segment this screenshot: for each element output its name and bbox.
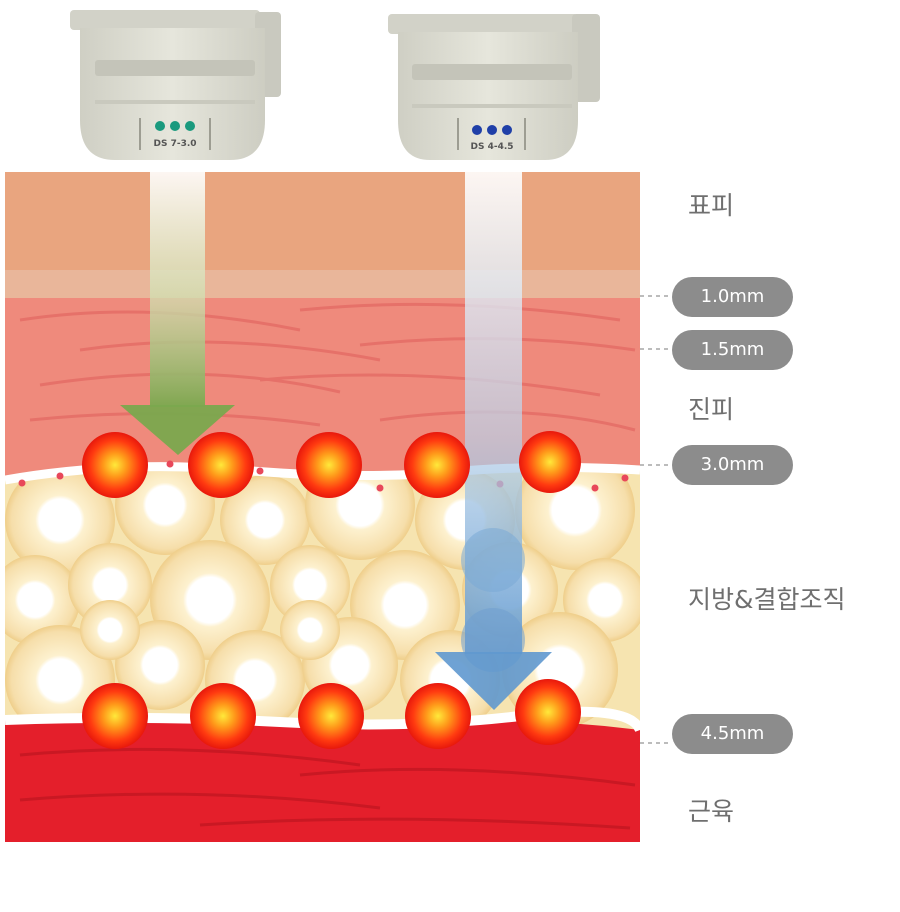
cartridge-ds7: DS 7-3.0 — [70, 10, 281, 160]
depth-pill-3-0: 3.0mm — [672, 445, 793, 485]
status-dot-icon — [155, 121, 165, 131]
label-dermis: 진피 — [688, 395, 735, 424]
label-muscle: 근육 — [688, 797, 735, 826]
depth-pill-1-0: 1.0mm — [672, 277, 793, 317]
label-epidermis: 표피 — [688, 191, 735, 220]
depth-pill-1-5: 1.5mm — [672, 330, 793, 370]
fat-cells — [5, 466, 640, 730]
status-dot-icon — [185, 121, 195, 131]
cartridge-label: DS 7-3.0 — [153, 139, 196, 149]
status-dot-icon — [472, 125, 482, 135]
focal-points-4-5mm — [82, 679, 581, 749]
blue-arrow-head — [435, 652, 552, 710]
muscle-fibers — [19, 747, 636, 830]
status-dot-icon — [170, 121, 180, 131]
status-dot-icon — [502, 125, 512, 135]
green-beam — [150, 172, 205, 407]
depth-leaders — [640, 295, 672, 744]
cartridge-ds4: DS 4-4.5 — [388, 14, 600, 160]
focal-points-3mm — [82, 431, 581, 498]
epidermis-boundary-band — [5, 270, 640, 298]
green-arrow-head — [120, 405, 235, 455]
cartridge-label: DS 4-4.5 — [470, 142, 513, 152]
label-fat-tissue: 지방&결합조직 — [688, 585, 846, 614]
status-dot-icon — [487, 125, 497, 135]
epidermis-layer — [5, 172, 640, 272]
blue-beam-cell — [461, 528, 525, 592]
depth-pill-4-5: 4.5mm — [672, 714, 793, 754]
